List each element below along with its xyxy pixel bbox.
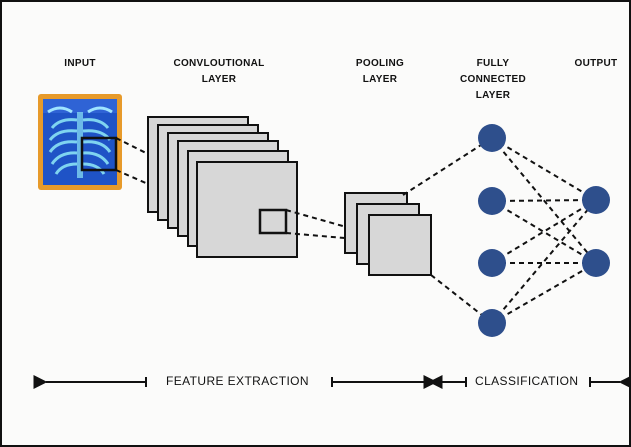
fc-node-3: [478, 249, 506, 277]
classification-label: CLASSIFICATION: [475, 374, 579, 388]
label-fc-line1: FULLY: [476, 58, 510, 69]
footer-arrows: [33, 375, 631, 389]
fc-node-4: [478, 309, 506, 337]
input-receptive-field: [80, 136, 118, 172]
label-conv-line2: LAYER: [201, 74, 237, 85]
dash-pool-to-fc-top: [402, 137, 493, 196]
label-pool-line2: LAYER: [362, 74, 398, 85]
label-input: INPUT: [52, 56, 108, 72]
fc-node-2: [478, 187, 506, 215]
xray-input-image: [38, 94, 122, 190]
label-conv-line1: CONVLOUTIONAL: [173, 58, 265, 69]
conv-feature-maps: [147, 116, 298, 258]
label-pool-line1: POOLING: [355, 58, 405, 69]
fully-connected-nodes: [478, 124, 506, 337]
label-conv-layer: CONVLOUTIONAL LAYER: [160, 56, 278, 88]
label-output-text: OUTPUT: [574, 58, 618, 69]
label-output: OUTPUT: [566, 56, 626, 72]
pool-map-3: [368, 214, 432, 276]
label-fc-line3: LAYER: [475, 90, 511, 101]
pool-feature-maps: [344, 192, 432, 276]
label-fully-connected-layer: FULLY CONNECTED LAYER: [447, 56, 539, 104]
fc-node-1: [478, 124, 506, 152]
output-node-2: [582, 249, 610, 277]
output-node-1: [582, 186, 610, 214]
output-nodes: [582, 186, 610, 277]
label-input-text: INPUT: [64, 58, 96, 69]
label-pooling-layer: POOLING LAYER: [345, 56, 415, 88]
fc-output-connections: [491, 137, 597, 324]
label-fc-line2: CONNECTED: [459, 74, 527, 85]
conv-kernel-window: [258, 208, 288, 235]
conv-map-6: [196, 161, 298, 258]
feature-extraction-label: FEATURE EXTRACTION: [166, 374, 309, 388]
